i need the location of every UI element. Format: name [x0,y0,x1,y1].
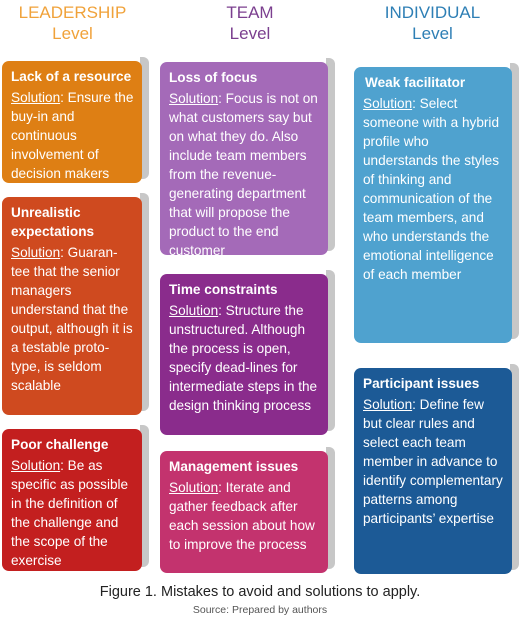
solution-label: Solution [11,458,61,473]
lack-of-resource-box: Lack of a resource Solution: Ensure the … [2,57,149,183]
box-title: Management issues [169,459,299,474]
participant-issues-box: Participant issues Solution: Define few … [354,364,519,574]
weak-facilitator-box: Weak facilitator Solution: Select someon… [354,63,519,343]
solution-text: : Guaran-tee that the senior managers un… [11,245,133,393]
solution-text: : Select someone with a hybrid profile w… [363,96,500,282]
leadership-header-line1: LEADERSHIP [18,3,127,22]
solution-label: Solution [169,303,219,318]
poor-challenge-box: Poor challenge Solution: Be as specific … [2,425,149,571]
box-title: Time constraints [169,282,278,297]
figure-caption: Figure 1. Mistakes to avoid and solution… [99,584,421,600]
leadership-level-header: LEADERSHIP Level [5,2,140,44]
solution-text: : Structure the unstructured. Although t… [169,303,318,413]
box-title: Poor challenge [11,437,109,452]
team-header-line1: TEAM [226,3,274,22]
solution-label: Solution [11,245,61,260]
solution-text: : Iterate and gather feedback after each… [169,480,315,552]
box-title: Lack of a resource [11,69,132,84]
solution-text: : Ensure the buy-in and continuous invol… [11,90,134,181]
solution-label: Solution [169,480,219,495]
individual-level-header: INDIVIDUAL Level [355,2,510,44]
unrealistic-expectations-box: Unrealistic expectations Solution: Guara… [2,193,149,415]
figure-source: Source: Prepared by authors [192,604,328,616]
solution-label: Solution [363,397,413,412]
box-title: Unrealistic expectations [11,205,95,239]
time-constraints-box: Time constraints Solution: Structure the… [160,270,335,435]
box-title: Loss of focus [169,70,258,85]
solution-text: : Focus is not on what customers say but… [169,91,318,258]
management-issues-box: Management issues Solution: Iterate and … [160,447,335,573]
solution-label: Solution [11,90,61,105]
individual-header-line2: Level [412,24,453,43]
leadership-header-line2: Level [52,24,93,43]
solution-label: Solution [363,96,413,111]
solution-text: : Define few but clear rules and select … [363,397,503,526]
solution-label: Solution [169,91,219,106]
box-title: Weak facilitator [365,75,466,90]
solution-text: : Be as specific as possible in the defi… [11,458,129,568]
individual-header-line1: INDIVIDUAL [384,3,481,22]
loss-of-focus-box: Loss of focus Solution: Focus is not on … [160,58,335,258]
team-level-header: TEAM Level [175,2,325,44]
box-title: Participant issues [363,376,480,391]
team-header-line2: Level [229,24,271,43]
